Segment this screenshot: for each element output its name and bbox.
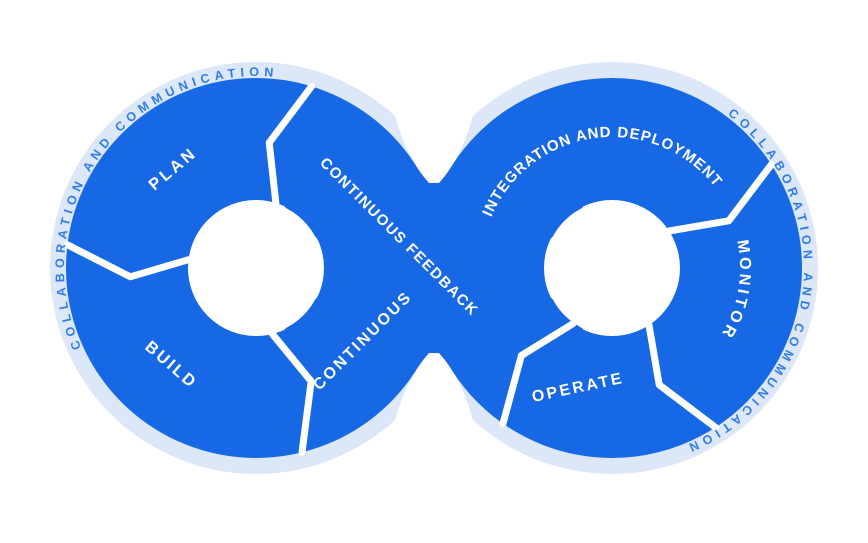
separator-deployment-monitor — [665, 161, 775, 235]
separator-monitor-operate — [645, 321, 719, 431]
top-center-notch — [386, 72, 482, 183]
separator-operate-feedback — [499, 320, 577, 428]
separator-plan-build — [63, 241, 192, 281]
left-loop-hole — [189, 201, 323, 335]
right-loop-hole — [545, 201, 679, 335]
band-continuous-integration — [277, 112, 591, 424]
bottom-center-notch — [386, 353, 482, 464]
separator-build-continuous — [268, 330, 315, 456]
separator-plan-feedback — [265, 82, 316, 207]
